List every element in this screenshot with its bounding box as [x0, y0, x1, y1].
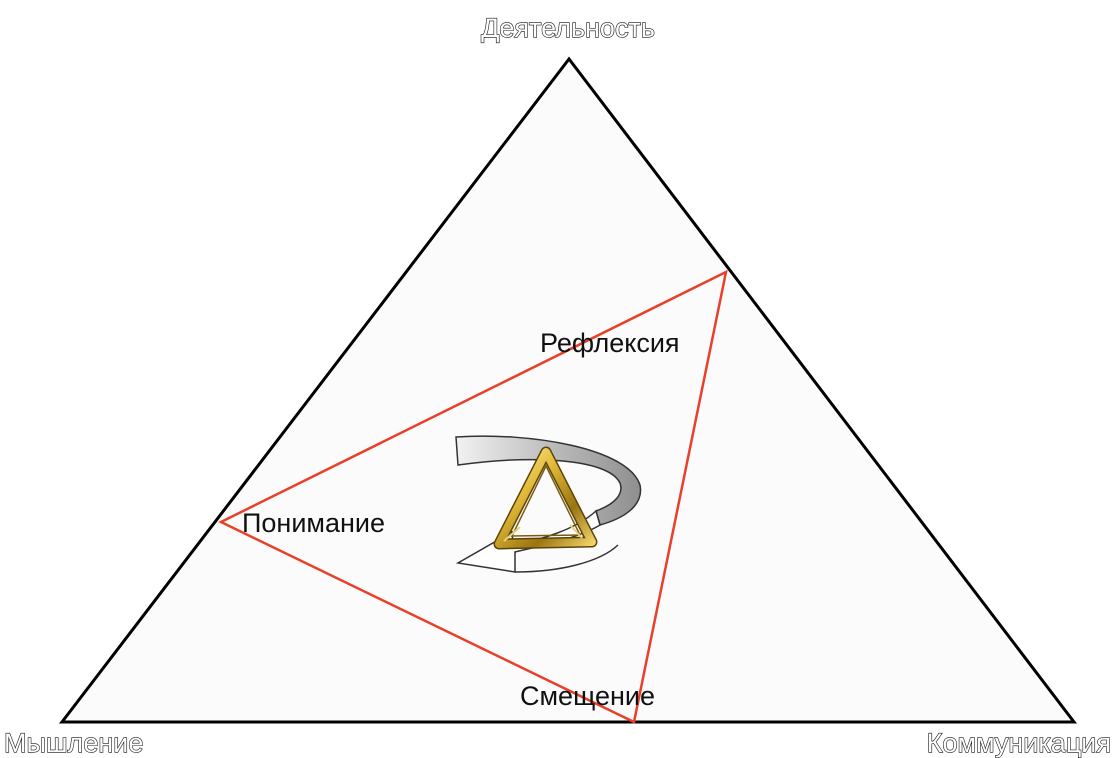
vertex-label-bottom-left: Мышление — [4, 728, 143, 758]
vertex-label-top: Деятельность — [481, 13, 655, 43]
inner-label-shift: Смещение — [520, 681, 655, 711]
outer-triangle — [62, 59, 1074, 722]
vertex-label-bottom-right: Коммуникация — [927, 728, 1111, 758]
inner-label-reflection: Рефлексия — [540, 328, 680, 358]
inner-label-understanding: Понимание — [242, 508, 385, 538]
